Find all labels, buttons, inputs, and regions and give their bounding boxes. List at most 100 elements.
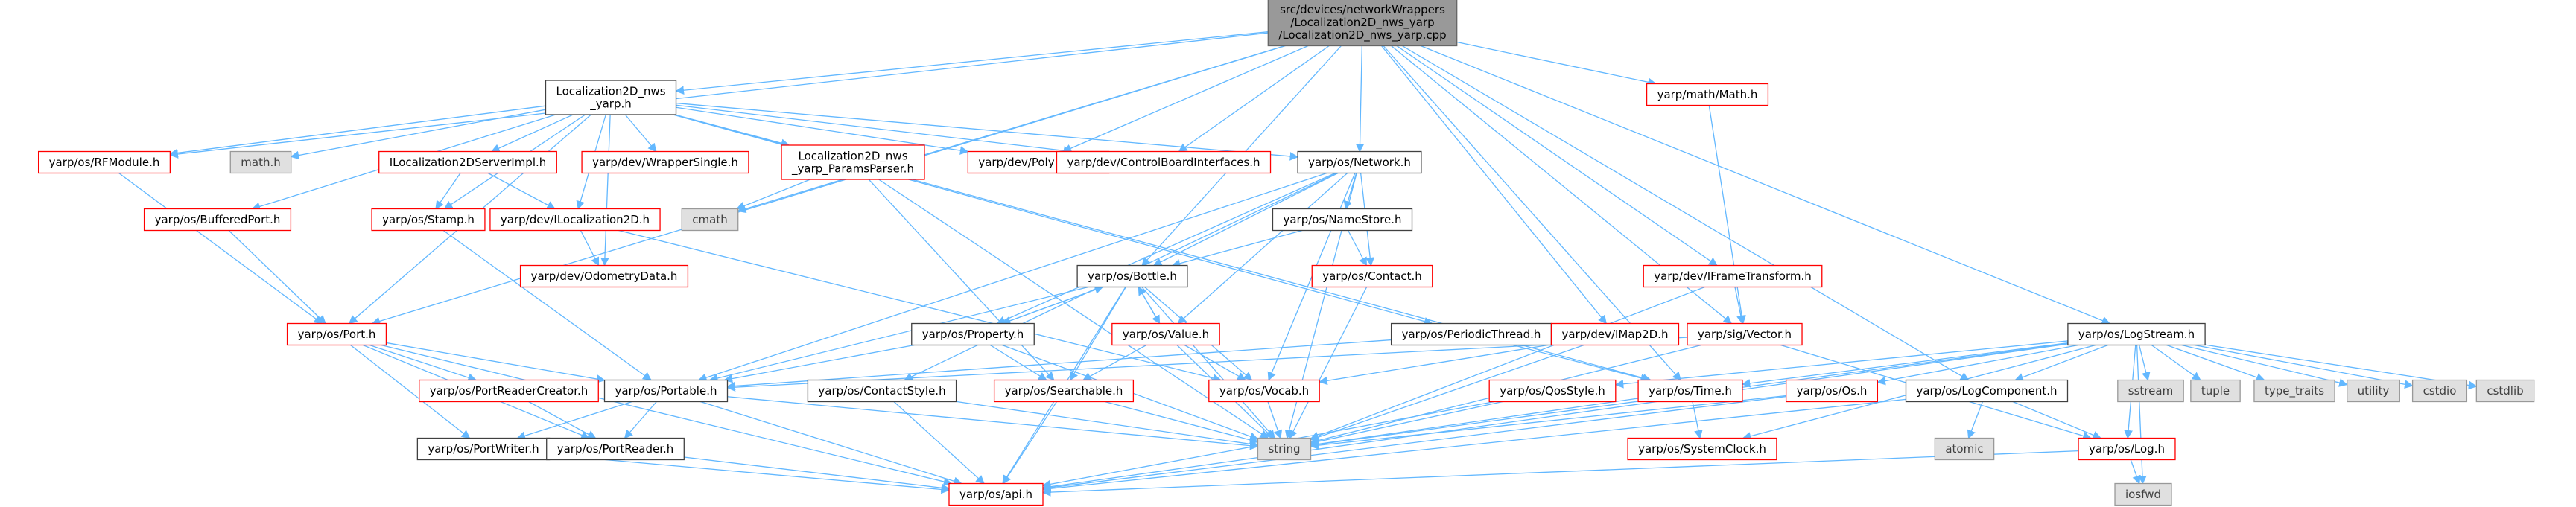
node-box [911,322,1035,346]
node-label: Localization2D_nws [798,150,907,164]
node-label: yarp/os/LogComponent.h [1916,384,2057,398]
node-network[interactable]: yarp/os/Network.h [1297,150,1422,174]
node-params[interactable]: Localization2D_nws_yarp_ParamsParser.h [781,144,925,180]
node-port[interactable]: yarp/os/Port.h [286,322,387,346]
node-os[interactable]: yarp/os/Os.h [1785,379,1879,403]
node-string: string [1257,437,1312,461]
node-label: yarp/os/LogStream.h [2078,328,2195,341]
node-vocab[interactable]: yarp/os/Vocab.h [1208,379,1320,403]
edge-iloc_impl-to-iloc2d [487,172,556,210]
edge-log-to-iosfwd [2130,459,2141,485]
node-box [603,379,729,403]
node-label: yarp/os/QosStyle.h [1500,384,1605,398]
node-bottle[interactable]: yarp/os/Bottle.h [1076,264,1188,288]
node-box [419,379,599,403]
node-bufport[interactable]: yarp/os/BufferedPort.h [143,208,292,232]
node-label: string [1268,442,1300,456]
edge-property-to-portable [723,344,915,383]
node-label: src/devices/networkWrappers [1280,3,1445,16]
node-box [2253,379,2335,403]
node-label: yarp/os/PortReaderCreator.h [430,384,589,398]
node-box [1550,322,1680,346]
edge-root-to-polydriver [1062,45,1309,153]
node-box [2078,437,2176,461]
edge-sigvector-to-portable [726,337,1688,392]
node-label: type_traits [2265,384,2324,398]
node-label: yarp/math/Math.h [1657,88,1758,101]
node-api[interactable]: yarp/os/api.h [948,482,1044,506]
edge-time-to-string [1310,398,1639,449]
edge-portable-to-string [727,396,1259,450]
node-root[interactable]: src/devices/networkWrappers/Localization… [1267,0,1458,47]
node-utility: utility [2347,379,2400,403]
node-box [948,482,1044,506]
node-portreader[interactable]: yarp/os/PortReader.h [546,437,685,461]
node-logcomp[interactable]: yarp/os/LogComponent.h [1905,379,2069,403]
edge-logstream-to-iosfwd [2136,345,2147,485]
node-label: yarp/os/PortWriter.h [428,442,539,456]
node-sysclock[interactable]: yarp/os/SystemClock.h [1627,437,1777,461]
edge-logstream-to-time [1741,342,2068,388]
node-label: yarp/os/PortReader.h [557,442,674,456]
node-prc[interactable]: yarp/os/PortReaderCreator.h [419,379,599,403]
node-contact[interactable]: yarp/os/Contact.h [1311,264,1433,288]
edge-loc_h-to-polydriver [676,106,969,155]
node-box [378,150,557,174]
node-box [1297,150,1422,174]
node-label: yarp/sig/Vector.h [1698,328,1792,341]
node-iloc2d[interactable]: yarp/dev/ILocalization2D.h [489,208,661,232]
node-portable[interactable]: yarp/os/Portable.h [603,379,729,403]
nodes-layer: src/devices/networkWrappers/Localization… [37,0,2535,506]
edge-network-to-value [1177,173,1348,325]
node-namestore[interactable]: yarp/os/NameStore.h [1272,208,1413,232]
node-box [1111,322,1220,346]
edge-loc_h-to-wrapsingle [624,114,657,153]
node-label: yarp/os/PeriodicThread.h [1402,328,1541,341]
node-periodic[interactable]: yarp/os/PeriodicThread.h [1390,322,1552,346]
edge-loc_h-to-odom [600,114,611,267]
node-box [681,208,739,232]
node-log[interactable]: yarp/os/Log.h [2078,437,2176,461]
node-box [1267,0,1458,47]
edge-logstream-to-os [1877,344,2079,386]
node-odom[interactable]: yarp/dev/OdometryData.h [519,264,689,288]
node-label: yarp/os/Stamp.h [382,213,475,226]
node-searchable[interactable]: yarp/os/Searchable.h [993,379,1135,403]
node-iloc-impl[interactable]: ILocalization2DServerImpl.h [378,150,557,174]
node-value[interactable]: yarp/os/Value.h [1111,322,1220,346]
node-rfmodule[interactable]: yarp/os/RFModule.h [37,150,171,174]
edge-network-to-property [996,172,1336,325]
node-box [1687,322,1803,346]
node-contactstyle[interactable]: yarp/os/ContactStyle.h [807,379,957,403]
node-sigvector[interactable]: yarp/sig/Vector.h [1687,322,1803,346]
node-wrapsingle[interactable]: yarp/dev/WrapperSingle.h [581,150,749,174]
node-logstream[interactable]: yarp/os/LogStream.h [2067,322,2206,346]
node-label: yarp/dev/ILocalization2D.h [501,213,650,226]
node-box [1934,437,1995,461]
node-box [1905,379,2069,403]
node-box [993,379,1135,403]
node-cbi[interactable]: yarp/dev/ControlBoardInterfaces.h [1056,150,1272,174]
node-portwriter[interactable]: yarp/os/PortWriter.h [416,437,551,461]
node-mathmath[interactable]: yarp/math/Math.h [1646,83,1769,106]
node-label: yarp/os/Contact.h [1322,270,1422,283]
node-box [1643,264,1823,288]
node-box [519,264,689,288]
node-label: atomic [1945,442,1983,456]
node-label: yarp/os/Property.h [922,328,1024,341]
node-imap2d[interactable]: yarp/dev/IMap2D.h [1550,322,1680,346]
node-label: math.h [241,156,280,169]
node-time[interactable]: yarp/os/Time.h [1637,379,1743,403]
node-label: yarp/os/Portable.h [615,384,717,398]
node-iframe[interactable]: yarp/dev/IFrameTransform.h [1643,264,1823,288]
node-stamp[interactable]: yarp/os/Stamp.h [371,208,486,232]
edge-loc_h-to-cbi [676,104,1073,156]
node-iosfwd: iosfwd [2114,482,2172,506]
node-loc-h[interactable]: Localization2D_nws_yarp.h [545,80,677,115]
node-property[interactable]: yarp/os/Property.h [911,322,1035,346]
edge-contact-to-string [1289,287,1368,439]
node-qosstyle[interactable]: yarp/os/QosStyle.h [1488,379,1617,403]
node-label: tuple [2201,384,2230,398]
node-box [1076,264,1188,288]
node-label: ILocalization2DServerImpl.h [390,156,547,169]
